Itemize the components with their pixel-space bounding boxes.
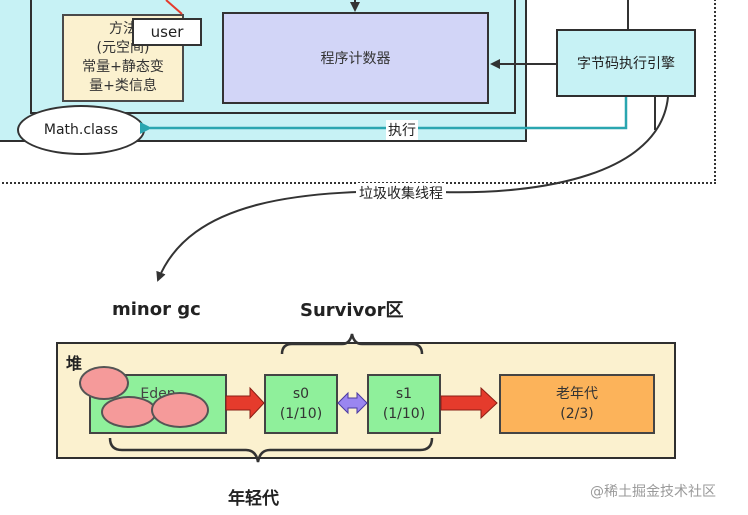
old-gen-name: 老年代 bbox=[556, 386, 598, 402]
s1-ratio: (1/10) bbox=[382, 406, 426, 422]
survivor-s1-box: s1 (1/10) bbox=[367, 374, 441, 434]
survivor-label: Survivor区 bbox=[300, 300, 404, 321]
execute-label: 执行 bbox=[386, 120, 418, 140]
s1-to-old-arrow bbox=[440, 386, 498, 420]
object-blob bbox=[79, 366, 129, 400]
math-class-label: Math.class bbox=[43, 122, 119, 138]
watermark: @稀土掘金技术社区 bbox=[590, 484, 716, 500]
method-area-box: 方法 (元空间) 常量+静态变 量+类信息 bbox=[62, 14, 184, 102]
user-pointer-line bbox=[165, 0, 183, 15]
bytecode-engine-label: 字节码执行引擎 bbox=[577, 56, 675, 72]
program-counter-label: 程序计数器 bbox=[320, 51, 391, 67]
execute-line bbox=[140, 97, 628, 134]
method-area-line-4: 量+类信息 bbox=[89, 78, 157, 94]
s1-name: s1 bbox=[395, 386, 413, 402]
young-gen-label: 年轻代 bbox=[228, 489, 279, 509]
method-area-line-1: 方法 bbox=[109, 21, 137, 37]
gc-thread-label: 垃圾收集线程 bbox=[356, 183, 446, 203]
object-blob bbox=[151, 392, 209, 428]
eden-to-s0-arrow bbox=[225, 386, 265, 420]
user-label: user bbox=[150, 23, 184, 41]
bytecode-engine-box: 字节码执行引擎 bbox=[556, 29, 696, 97]
heap-title: 堆 bbox=[66, 354, 83, 373]
survivor-brace bbox=[280, 333, 424, 355]
old-gen-ratio: (2/3) bbox=[560, 406, 594, 422]
old-generation-box: 老年代 (2/3) bbox=[499, 374, 655, 434]
s0-s1-swap-arrow bbox=[337, 391, 368, 415]
user-class-box: user bbox=[132, 18, 202, 46]
program-counter-box: 程序计数器 bbox=[222, 12, 489, 104]
method-area-line-3: 常量+静态变 bbox=[82, 59, 164, 75]
survivor-s0-box: s0 (1/10) bbox=[264, 374, 338, 434]
young-gen-brace bbox=[108, 437, 434, 463]
s0-name: s0 bbox=[292, 386, 310, 402]
s0-ratio: (1/10) bbox=[279, 406, 323, 422]
minor-gc-label: minor gc bbox=[112, 299, 201, 320]
